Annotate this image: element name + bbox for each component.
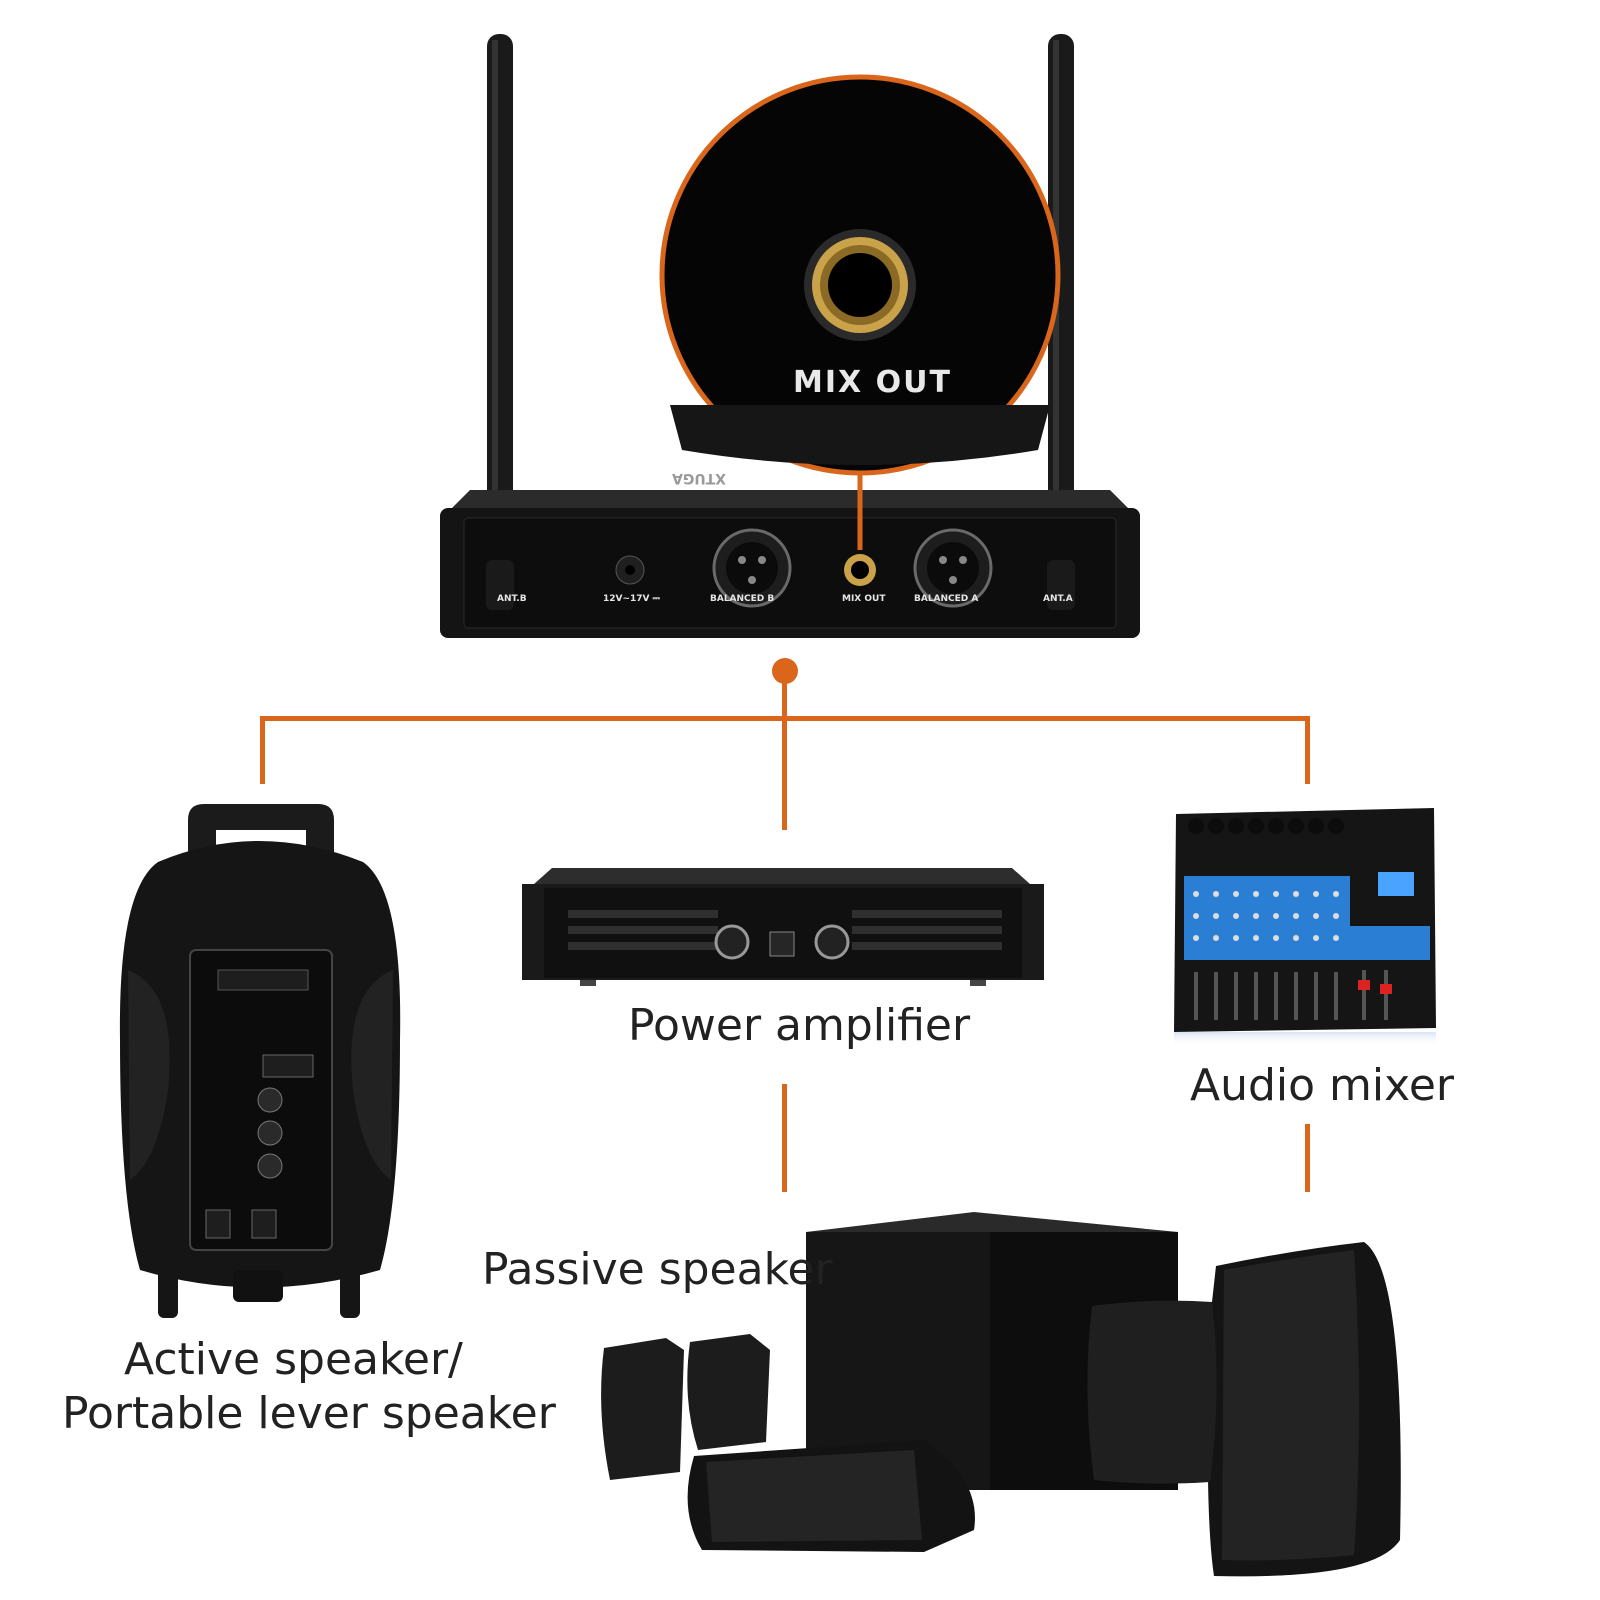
active-speaker-label-line2: Portable lever speaker bbox=[62, 1388, 556, 1439]
wireless-receiver-icon bbox=[440, 34, 1140, 638]
passive-speaker-label: Passive speaker bbox=[482, 1244, 833, 1295]
power-amplifier-label: Power amplifier bbox=[628, 1000, 971, 1051]
connection-line-vertical-main bbox=[782, 682, 787, 830]
connection-line-amp-to-speaker bbox=[782, 1084, 787, 1192]
balanced-a-label: BALANCED A bbox=[914, 594, 979, 604]
ant-a-label: ANT.A bbox=[1043, 594, 1073, 604]
power-amplifier-icon bbox=[522, 868, 1044, 986]
balanced-b-label: BALANCED B bbox=[710, 594, 775, 604]
brand-mark: XTUGA bbox=[672, 470, 727, 486]
connection-line-mixer-to-speaker bbox=[1305, 1124, 1310, 1192]
connection-line-horizontal bbox=[260, 716, 1310, 721]
zoom-mix-out-label: MIX OUT bbox=[793, 365, 952, 400]
passive-speaker-set-icon bbox=[601, 1212, 1401, 1577]
connection-line-right bbox=[1305, 716, 1310, 784]
audio-mixer-icon bbox=[1174, 808, 1436, 1046]
connection-dot bbox=[772, 658, 798, 684]
active-speaker-label-line1: Active speaker/ bbox=[124, 1334, 463, 1385]
ant-b-label: ANT.B bbox=[497, 594, 527, 604]
connection-line-left bbox=[260, 716, 265, 784]
mix-out-label: MIX OUT bbox=[842, 594, 886, 604]
audio-mixer-label: Audio mixer bbox=[1190, 1060, 1454, 1111]
power-input-label: 12V~17V ⎓ bbox=[603, 594, 660, 604]
portable-speaker-icon bbox=[119, 804, 401, 1318]
